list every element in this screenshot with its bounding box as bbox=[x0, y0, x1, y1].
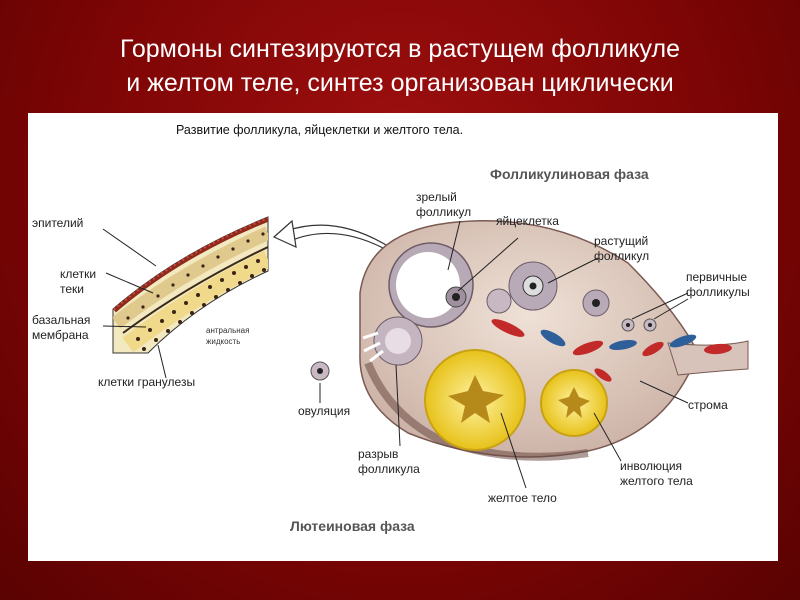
label-epithelium: эпителий bbox=[32, 216, 83, 230]
figure-panel: Развитие фолликула, яйцеклетки и желтого… bbox=[28, 113, 778, 561]
label-primary-follicles-1: первичные bbox=[686, 270, 747, 284]
label-involution-2: желтого тела bbox=[620, 474, 693, 488]
mature-follicle bbox=[388, 242, 474, 328]
luteal-phase-label: Лютеиновая фаза bbox=[290, 518, 415, 534]
label-oocyte: яйцеклетка bbox=[496, 214, 559, 228]
follicular-phase-label: Фолликулиновая фаза bbox=[490, 166, 649, 182]
ovary-diagram: Развитие фолликула, яйцеклетки и желтого… bbox=[32, 123, 750, 534]
enlargement-arrow bbox=[285, 224, 395, 251]
label-growing-follicle-1: растущий bbox=[594, 234, 648, 248]
label-basal-membrane-2: мембрана bbox=[32, 328, 89, 342]
growing-follicles bbox=[486, 261, 657, 332]
antral-fluid-label-2: жидкость bbox=[206, 337, 240, 346]
label-rupture-1: разрыв bbox=[358, 447, 398, 461]
blood-vessels bbox=[491, 319, 732, 382]
label-ovulation: овуляция bbox=[298, 404, 350, 418]
label-granulosa: клетки гранулезы bbox=[98, 375, 195, 389]
slide-title: Гормоны синтезируются в растущем фоллику… bbox=[0, 32, 800, 100]
label-theca-1: клетки bbox=[60, 267, 96, 281]
involuting-corpus-luteum bbox=[540, 369, 608, 437]
label-theca-2: теки bbox=[60, 282, 84, 296]
leader-lines bbox=[102, 220, 689, 489]
figure-heading: Развитие фолликула, яйцеклетки и желтого… bbox=[176, 123, 463, 137]
label-mature-follicle-2: фолликул bbox=[416, 205, 471, 219]
title-line-2: и желтом теле, синтез организован циклич… bbox=[126, 69, 674, 97]
corpus-luteum bbox=[424, 349, 526, 451]
antral-fluid-label-1: антральная bbox=[206, 326, 249, 335]
label-primary-follicles-2: фолликулы bbox=[686, 285, 750, 299]
label-involution-1: инволюция bbox=[620, 459, 682, 473]
label-stroma: строма bbox=[688, 398, 728, 412]
label-growing-follicle-2: фолликул bbox=[594, 249, 649, 263]
label-corpus-luteum: желтое тело bbox=[488, 491, 557, 505]
follicle-wall-enlargement: антральная жидкость bbox=[112, 216, 269, 354]
label-rupture-2: фолликула bbox=[358, 462, 420, 476]
rupturing-follicle bbox=[310, 316, 423, 381]
title-line-1: Гормоны синтезируются в растущем фоллику… bbox=[120, 35, 680, 63]
label-mature-follicle-1: зрелый bbox=[416, 190, 457, 204]
label-basal-membrane-1: базальная bbox=[32, 313, 90, 327]
